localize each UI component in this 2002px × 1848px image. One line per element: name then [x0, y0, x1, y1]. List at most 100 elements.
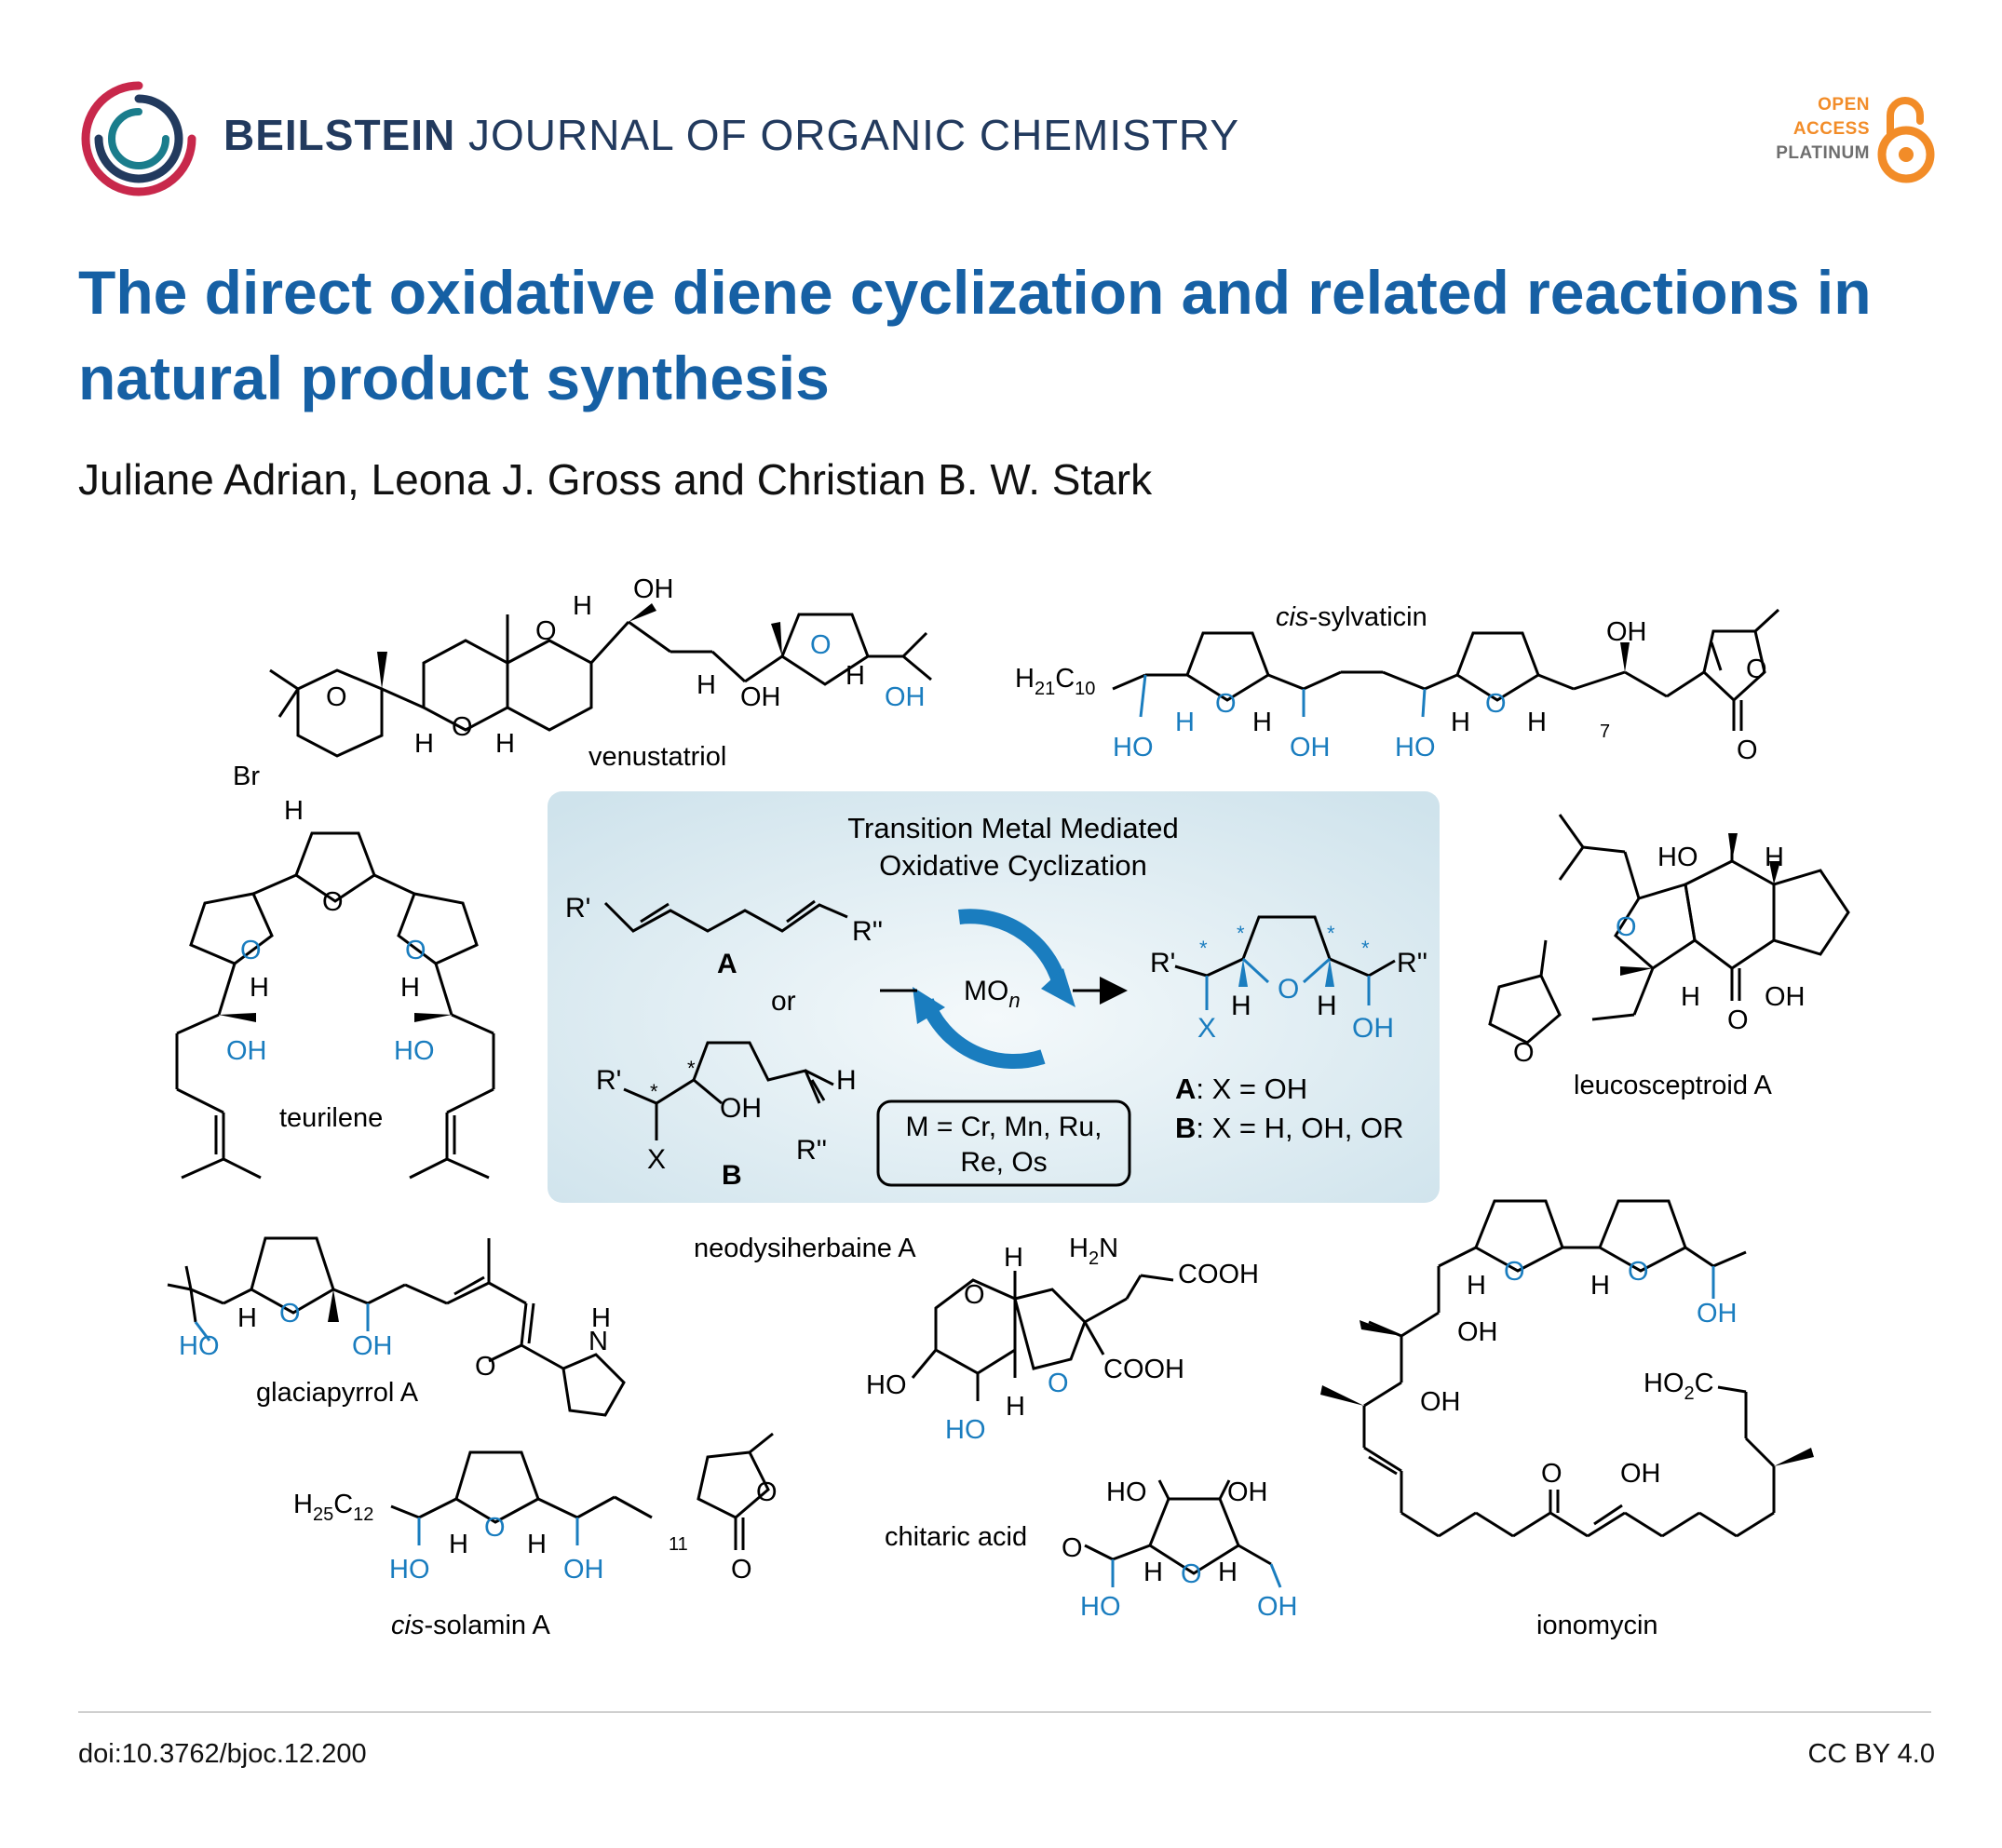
oxidative-cyclization-scheme: Transition Metal Mediated Oxidative Cycl… — [548, 791, 1440, 1203]
label-ionomycin: ionomycin — [1536, 1611, 1658, 1640]
scheme-title-line2: Oxidative Cyclization — [879, 849, 1147, 882]
svg-text:H: H — [1175, 708, 1195, 737]
structure-cis-solamin-a: H25C12 O O O H H HO OH 11 cis-solamin A — [293, 1432, 778, 1640]
svg-text:H: H — [250, 973, 269, 1003]
svg-text:OH: OH — [1765, 982, 1806, 1012]
structure-leucosceptroid-a: O O O HO H H OH leucosceptroid A — [1488, 814, 1850, 1100]
svg-text:O: O — [810, 630, 832, 660]
oa-line-access: ACCESS — [1792, 119, 1870, 139]
structure-venustatriol: O O O O Br H H H H OH H OH H OH venustat… — [233, 574, 932, 826]
svg-text:OH: OH — [740, 682, 781, 712]
svg-text:R': R' — [596, 1065, 621, 1096]
svg-text:OH: OH — [633, 574, 674, 604]
open-lock-icon — [1877, 97, 1935, 183]
svg-text:*: * — [1237, 922, 1245, 945]
svg-text:H: H — [1231, 991, 1251, 1021]
svg-text:HO: HO — [945, 1415, 986, 1445]
svg-text:H: H — [1765, 843, 1784, 872]
structure-chitaric-acid: O O HO OH H H HO OH chitaric acid — [885, 1477, 1298, 1622]
svg-text:H25C12: H25C12 — [293, 1490, 373, 1525]
license-text: CC BY 4.0 — [1807, 1739, 1935, 1769]
structure-glaciapyrrol-a: O O N H H HO OH glaciapyrrol A — [167, 1236, 626, 1417]
svg-text:O: O — [1062, 1533, 1083, 1563]
svg-text:H: H — [400, 973, 420, 1003]
svg-text:N: N — [588, 1327, 608, 1356]
svg-text:H: H — [1252, 708, 1272, 737]
svg-text:OH: OH — [885, 682, 926, 712]
doi-text: doi:10.3762/bjoc.12.200 — [78, 1739, 367, 1769]
article-authors: Juliane Adrian, Leona J. Gross and Chris… — [78, 455, 1153, 504]
svg-text:OH: OH — [563, 1555, 604, 1585]
catalytic-cycle-icon — [913, 909, 1075, 1070]
svg-text:O: O — [1616, 912, 1637, 942]
svg-text:H: H — [1218, 1558, 1238, 1587]
journal-name-bold: BEILSTEIN — [223, 111, 456, 159]
svg-text:O: O — [1746, 654, 1767, 684]
article-title: The direct oxidative diene cyclization a… — [78, 258, 1872, 412]
svg-text:H: H — [1681, 982, 1700, 1012]
svg-text:H: H — [449, 1530, 468, 1559]
svg-text:O: O — [756, 1477, 778, 1507]
svg-text:X: X — [647, 1144, 666, 1175]
svg-text:H: H — [836, 1065, 857, 1096]
svg-text:H: H — [697, 670, 716, 700]
svg-text:H: H — [495, 729, 515, 759]
svg-text:HO: HO — [1395, 733, 1436, 762]
svg-text:OH: OH — [1227, 1477, 1268, 1507]
svg-text:H: H — [1004, 1243, 1023, 1273]
label-cis-sylvaticin: cis-sylvaticin — [1276, 602, 1427, 632]
svg-text:OH: OH — [352, 1331, 393, 1361]
svg-text:OH: OH — [1257, 1592, 1298, 1622]
svg-text:R': R' — [1150, 948, 1175, 978]
scheme-result-a: A: X = OH — [1175, 1072, 1307, 1105]
svg-text:11: 11 — [669, 1534, 688, 1555]
label-leucosceptroid: leucosceptroid A — [1574, 1071, 1772, 1100]
scheme-result-b: B: X = H, OH, OR — [1175, 1112, 1403, 1144]
svg-text:O: O — [964, 1280, 985, 1310]
journal-name-rest: JOURNAL OF ORGANIC CHEMISTRY — [468, 111, 1239, 159]
svg-text:HO: HO — [179, 1331, 220, 1361]
svg-text:O: O — [326, 682, 347, 712]
svg-text:H: H — [1467, 1271, 1486, 1301]
svg-text:HO: HO — [389, 1555, 430, 1585]
svg-text:*: * — [687, 1057, 696, 1080]
svg-text:O: O — [1278, 974, 1299, 1005]
label-cis-solamin: cis-solamin A — [391, 1611, 550, 1640]
svg-text:OH: OH — [226, 1036, 267, 1066]
svg-text:O: O — [731, 1555, 752, 1585]
scheme-metals-line2: Re, Os — [960, 1147, 1047, 1178]
svg-text:COOH: COOH — [1178, 1260, 1259, 1289]
svg-text:Br: Br — [233, 762, 260, 791]
svg-text:OH: OH — [720, 1093, 762, 1124]
svg-text:H: H — [845, 661, 865, 691]
scheme-or: or — [771, 986, 796, 1017]
svg-text:O: O — [1485, 689, 1507, 719]
svg-text:O: O — [1737, 735, 1758, 765]
svg-text:O: O — [1181, 1559, 1202, 1589]
svg-text:OH: OH — [1697, 1299, 1738, 1329]
svg-text:H: H — [573, 591, 592, 621]
svg-text:O: O — [279, 1299, 301, 1329]
svg-text:R': R' — [565, 893, 590, 924]
footer-divider — [78, 1711, 1931, 1713]
svg-text:O: O — [322, 887, 344, 917]
svg-text:OH: OH — [1457, 1317, 1498, 1347]
svg-text:H: H — [1451, 708, 1470, 737]
svg-text:*: * — [1199, 937, 1208, 960]
structure-ionomycin: O O H H OH OH OH O OH HO2C ionomycin — [1320, 1199, 1814, 1640]
svg-text:X: X — [1197, 1013, 1216, 1044]
oa-line-open: OPEN — [1818, 95, 1870, 115]
svg-text:H: H — [414, 729, 434, 759]
label-glaciapyrrol: glaciapyrrol A — [256, 1378, 419, 1408]
svg-text:H: H — [1317, 991, 1337, 1021]
svg-text:O: O — [1215, 689, 1237, 719]
svg-text:O: O — [1513, 1038, 1535, 1068]
beilstein-logo-icon — [81, 81, 196, 196]
scheme-reagent: MOn — [964, 976, 1021, 1012]
svg-text:O: O — [405, 936, 426, 965]
svg-text:HO: HO — [1080, 1592, 1121, 1622]
svg-text:*: * — [1361, 937, 1370, 960]
structure-teurilene: O O O H H OH HO teurilene — [175, 831, 495, 1180]
journal-name: BEILSTEIN JOURNAL OF ORGANIC CHEMISTRY — [223, 110, 1239, 160]
svg-text:COOH: COOH — [1103, 1355, 1184, 1384]
